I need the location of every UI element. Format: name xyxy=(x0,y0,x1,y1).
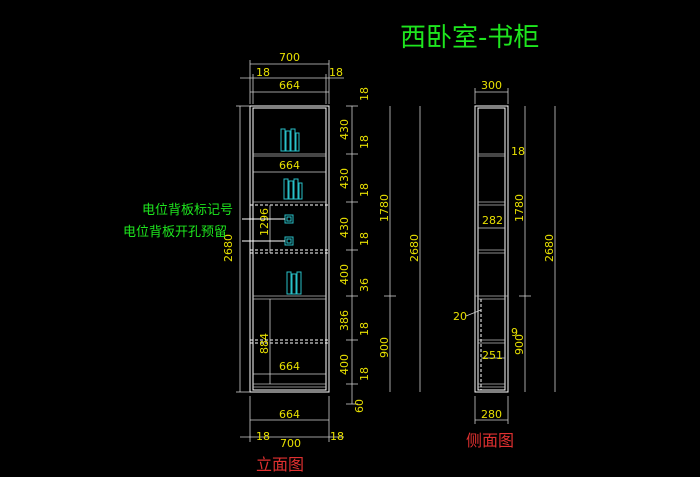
dim-top-depth: 300 xyxy=(481,79,502,92)
dim-seg: 18 xyxy=(358,322,371,336)
dim-seg: 400 xyxy=(338,354,351,375)
dim-seg: 430 xyxy=(338,168,351,189)
books-icon xyxy=(283,178,303,200)
front-view-label: 立面图 xyxy=(256,455,304,474)
dim-bottom-overall: 700 xyxy=(280,437,301,450)
dim-seg: 36 xyxy=(358,278,371,292)
dim-lower-depth: 251 xyxy=(482,349,503,362)
marker-annotation: 电位背板标记号 xyxy=(142,203,233,218)
dim-bottom-depth: 280 xyxy=(481,408,502,421)
dim-seg: 400 xyxy=(338,264,351,285)
dim-mid-height: 1296 xyxy=(258,208,271,236)
books-icon xyxy=(280,128,300,152)
socket-hole-icon xyxy=(284,236,294,246)
dim-seg: 18 xyxy=(358,367,371,381)
dim-side-lower: 900 xyxy=(513,334,526,355)
dim-side-upper: 1780 xyxy=(513,194,526,222)
dim-bottom-left-side: 18 xyxy=(256,430,270,443)
dim-upper-height: 1780 xyxy=(378,194,391,222)
dim-inner-depth: 282 xyxy=(482,214,503,227)
dim-total-height: 2680 xyxy=(408,234,421,262)
front-inner-frame xyxy=(252,107,327,391)
dim-seg: 18 xyxy=(358,183,371,197)
dim-low-height: 884 xyxy=(258,333,271,354)
dim-top-right-side: 18 xyxy=(329,66,343,79)
dim-top-overall: 700 xyxy=(279,51,300,64)
dim-seg: 18 xyxy=(358,135,371,149)
hole-annotation: 电位背板开孔预留 xyxy=(123,225,227,240)
books-icon xyxy=(286,271,302,295)
dim-bottom-inner: 664 xyxy=(279,408,300,421)
socket-marker-icon xyxy=(284,214,294,224)
dim-side-total: 2680 xyxy=(543,234,556,262)
dim-seg: 430 xyxy=(338,217,351,238)
dim-seg: 386 xyxy=(338,310,351,331)
dim-top-inner: 664 xyxy=(279,79,300,92)
dim-seg: 18 xyxy=(358,87,371,101)
dim-inner-width: 664 xyxy=(279,159,300,172)
side-outer-frame xyxy=(474,105,509,393)
dim-small-gap: 9 xyxy=(511,326,518,339)
dim-lower-height: 900 xyxy=(378,337,391,358)
dim-top-left-side: 18 xyxy=(256,66,270,79)
dim-seg: 18 xyxy=(358,232,371,246)
dim-shelf-thk: 18 xyxy=(511,145,525,158)
dim-seg: 60 xyxy=(353,399,366,413)
front-elevation: 700 18 18 664 664 664 664 18 700 18 2680… xyxy=(222,51,421,450)
side-inner-frame xyxy=(477,107,506,391)
dim-left-gap: 20 xyxy=(453,310,467,323)
dim-left-height: 2680 xyxy=(222,234,235,262)
front-outer-frame xyxy=(249,105,330,393)
side-elevation: 300 18 282 20 9 251 280 1780 900 2680 xyxy=(453,79,556,424)
dim-inner-width: 664 xyxy=(279,360,300,373)
side-view-label: 侧面图 xyxy=(466,431,514,450)
dim-bottom-right-side: 18 xyxy=(330,430,344,443)
drawing-title: 西卧室-书柜 xyxy=(400,23,539,53)
dim-seg: 430 xyxy=(338,119,351,140)
